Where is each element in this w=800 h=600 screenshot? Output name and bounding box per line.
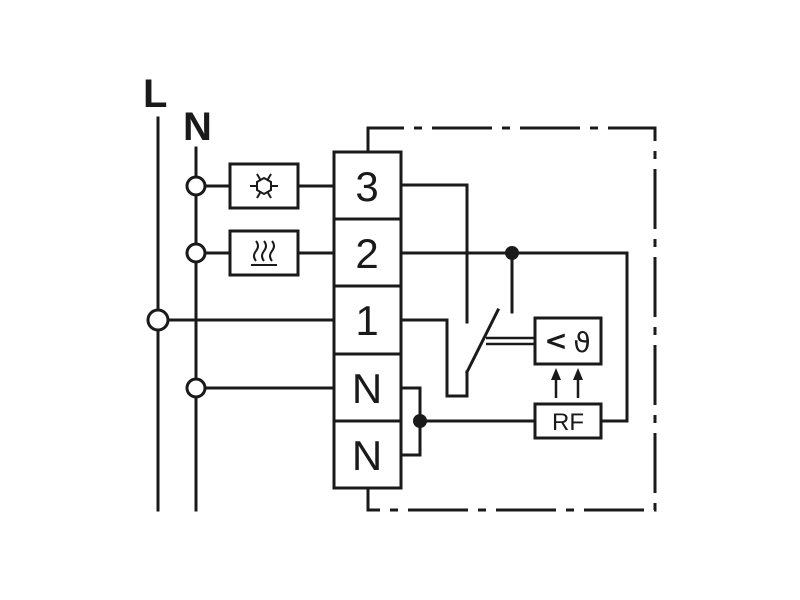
heating-load-box (228, 229, 300, 277)
terminal-n-upper (332, 352, 403, 423)
terminal-block: 3 2 1 N N (332, 150, 403, 490)
compare-symbol: < (544, 324, 567, 357)
line-rail-label: L (143, 72, 167, 116)
temperature-sensor-box (533, 316, 603, 366)
node-line-t1 (146, 308, 170, 332)
temperature-symbol: ϑ (573, 326, 590, 359)
rf-signal-arrows (551, 368, 583, 398)
rf-module-label: RF (552, 409, 584, 436)
wire-t1-to-common (399, 318, 469, 398)
neutral-rail-label: N (183, 105, 212, 149)
switch-blade (464, 307, 501, 375)
node-neutral-heating (185, 242, 207, 264)
terminal-n-upper-label: N (352, 365, 382, 412)
heat-waves-icon (251, 240, 277, 266)
arrow-up-right-head (573, 368, 583, 380)
arrow-up-left-head (551, 368, 561, 380)
terminal-3-label: 3 (355, 163, 378, 210)
terminal-1-label: 1 (355, 297, 378, 344)
wire-t3-to-contact (399, 183, 469, 324)
terminal-2-label: 2 (355, 230, 378, 277)
node-neutral-cooling (185, 175, 207, 197)
node-neutral-tn (185, 377, 207, 399)
enclosure-outline (366, 126, 657, 512)
rf-module-box (533, 402, 603, 440)
wire-rf-to-t2 (599, 251, 629, 423)
terminal-n-lower-label: N (352, 432, 382, 479)
snowflake-icon (250, 173, 278, 199)
